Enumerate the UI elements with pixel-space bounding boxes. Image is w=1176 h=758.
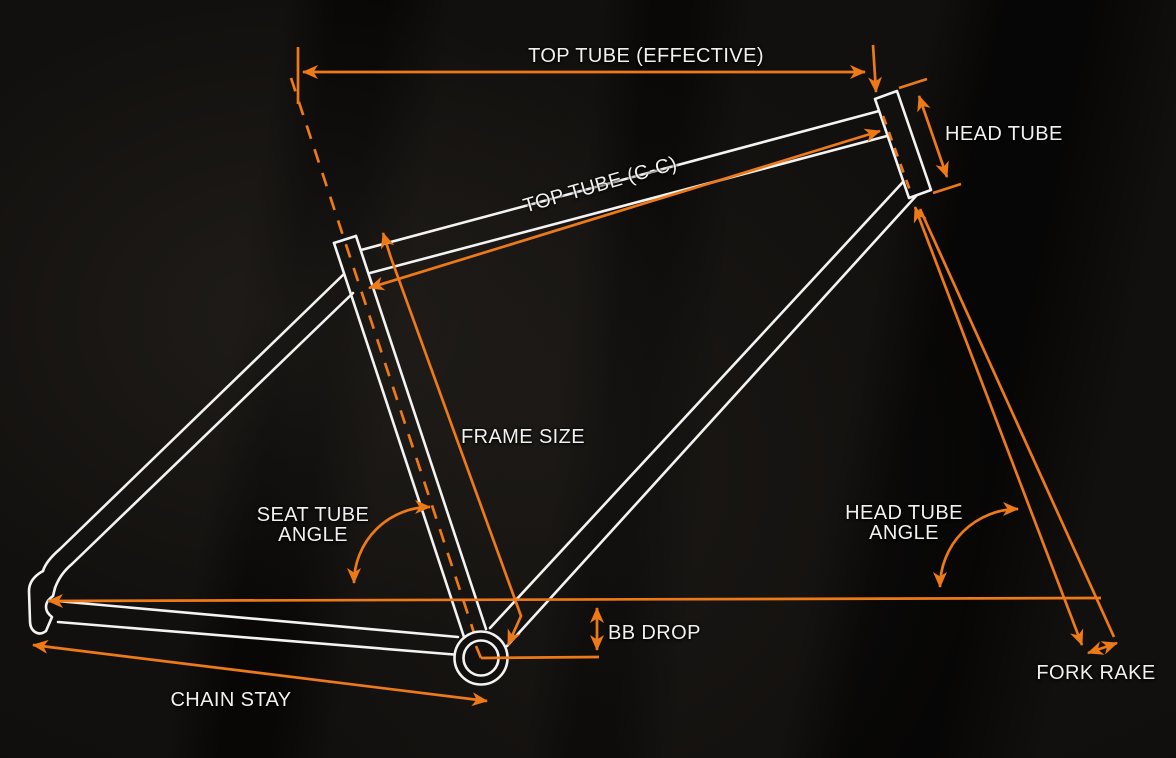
head-tube-bottom-tick xyxy=(932,182,962,195)
top-tube-effective-right-tick-arrow xyxy=(868,44,883,93)
head-tube-outline xyxy=(873,89,933,200)
seat-stay-lower-edge xyxy=(53,291,355,590)
head-tube-axis-dashed-line xyxy=(881,115,914,197)
fork-offset-line xyxy=(918,208,1116,638)
top-tube-cc-arrow xyxy=(368,128,881,291)
label-head-tube-angle-line2: ANGLE xyxy=(869,522,939,544)
label-frame-size: FRAME SIZE xyxy=(461,426,585,448)
seat-stay-upper-edge xyxy=(41,272,346,573)
head-tube-length-arrow xyxy=(917,95,949,178)
label-head-tube-angle-line1: HEAD TUBE xyxy=(845,502,963,524)
top-tube-lower-edge xyxy=(368,134,889,275)
seat-tube-top-cap xyxy=(332,234,358,245)
label-fork-rake: FORK RAKE xyxy=(1036,662,1155,684)
label-bb-drop: BB DROP xyxy=(608,622,701,644)
seat-tube-axis-dashed-line xyxy=(289,77,484,658)
label-head-tube: HEAD TUBE xyxy=(945,123,1063,145)
label-seat-tube-angle-line1: SEAT TUBE xyxy=(257,504,370,526)
chain-stay-lower-edge xyxy=(56,620,462,657)
label-seat-tube-angle-line2: ANGLE xyxy=(278,524,348,546)
measurement-annotations xyxy=(32,44,1118,707)
chain-stay-arrow xyxy=(32,639,488,707)
label-chain-stay: CHAIN STAY xyxy=(170,689,291,711)
frame-outline xyxy=(27,89,933,657)
axle-reference-line xyxy=(47,593,1102,608)
label-top-tube-effective: TOP TUBE (EFFECTIVE) xyxy=(528,45,764,67)
down-tube-upper-edge xyxy=(488,180,905,630)
steering-axis-line xyxy=(913,206,1084,646)
bb-center-line xyxy=(480,655,600,660)
head-tube-top-tick xyxy=(898,77,928,90)
fork-rake-arrow xyxy=(1087,641,1118,655)
down-tube-lower-edge xyxy=(505,194,918,648)
chain-stay-upper-edge xyxy=(55,599,460,639)
label-top-tube-cc: TOP TUBE (C-C) xyxy=(521,152,680,217)
seat-tube-angle-arc-arrow xyxy=(347,500,431,584)
labels: TOP TUBE (EFFECTIVE) HEAD TUBE TOP TUBE … xyxy=(170,45,1155,711)
frame-size-arrow xyxy=(380,232,523,646)
